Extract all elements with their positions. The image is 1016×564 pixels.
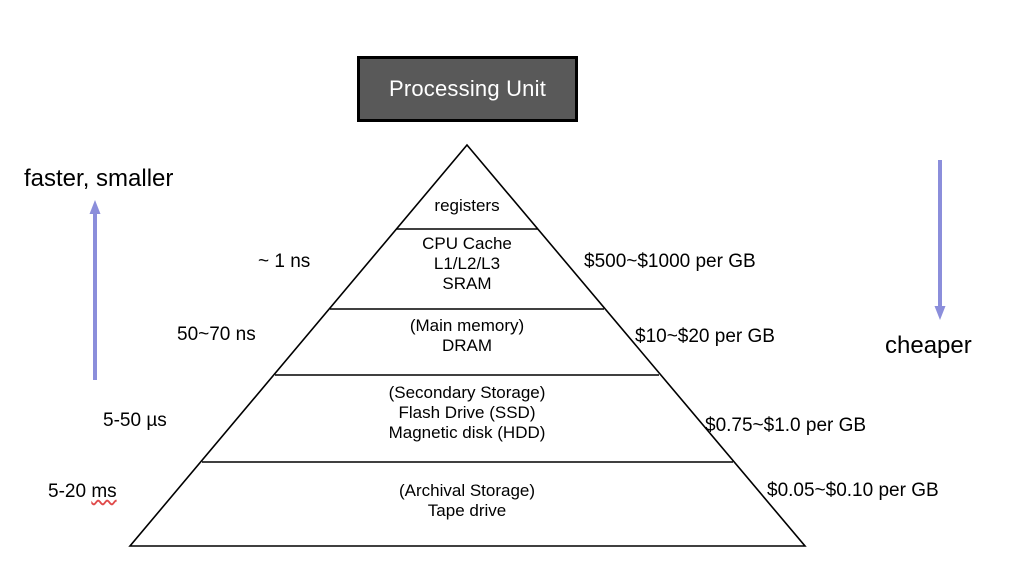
tier-line-dram-1: (Main memory) xyxy=(409,316,525,335)
cheaper-arrow xyxy=(934,160,946,320)
tier-line-ssd-3: Magnetic disk (HDD) xyxy=(388,423,546,443)
tier-line-dram-2: DRAM xyxy=(441,336,493,356)
tier-line-registers-1: registers xyxy=(434,196,500,215)
latency-tape-value: 5-20 xyxy=(48,481,92,502)
tier-line-tape-2: Tape drive xyxy=(427,501,507,521)
latency-ssd-unit: µs xyxy=(146,410,167,431)
cheaper-caption: cheaper xyxy=(885,332,972,359)
latency-ssd-value: 5-50 xyxy=(103,410,147,431)
tier-label-registers: registers xyxy=(434,196,499,216)
faster-smaller-arrow xyxy=(89,200,101,380)
tier-label-secondary-storage: (Secondary Storage) Flash Drive (SSD) Ma… xyxy=(389,383,546,443)
tier-label-archival-storage: (Archival Storage) Tape drive xyxy=(399,481,535,521)
processing-unit-label: Processing Unit xyxy=(388,76,547,101)
tier-line-ssd-1: (Secondary Storage) xyxy=(388,383,546,402)
price-label-ssd: $0.75~$1.0 per GB xyxy=(705,415,867,436)
faster-smaller-caption: faster, smaller xyxy=(24,165,174,192)
tier-line-cache-2: L1/L2/L3 xyxy=(433,254,501,274)
tier-line-cache-1: CPU Cache xyxy=(422,234,512,253)
latency-label-dram: 50~70 ns xyxy=(177,324,256,345)
tier-line-ssd-2: Flash Drive (SSD) xyxy=(398,403,536,423)
tier-label-cpu-cache: CPU Cache L1/L2/L3 SRAM xyxy=(422,234,512,294)
price-label-cache: $500~$1000 per GB xyxy=(584,251,756,272)
pyramid-outline xyxy=(128,143,807,547)
tier-line-tape-1: (Archival Storage) xyxy=(398,481,536,500)
price-label-tape: $0.05~$0.10 per GB xyxy=(767,480,939,501)
price-label-dram: $10~$20 per GB xyxy=(635,326,775,347)
latency-tape-unit: ms xyxy=(91,481,117,502)
latency-label-ssd: 5-50 µs xyxy=(103,410,167,432)
tier-line-cache-3: SRAM xyxy=(442,274,492,294)
latency-label-cache: ~ 1 ns xyxy=(258,251,311,272)
latency-label-tape: 5-20 ms xyxy=(48,481,117,503)
tier-label-main-memory: (Main memory) DRAM xyxy=(410,316,524,356)
processing-unit-box: Processing Unit xyxy=(357,56,578,122)
